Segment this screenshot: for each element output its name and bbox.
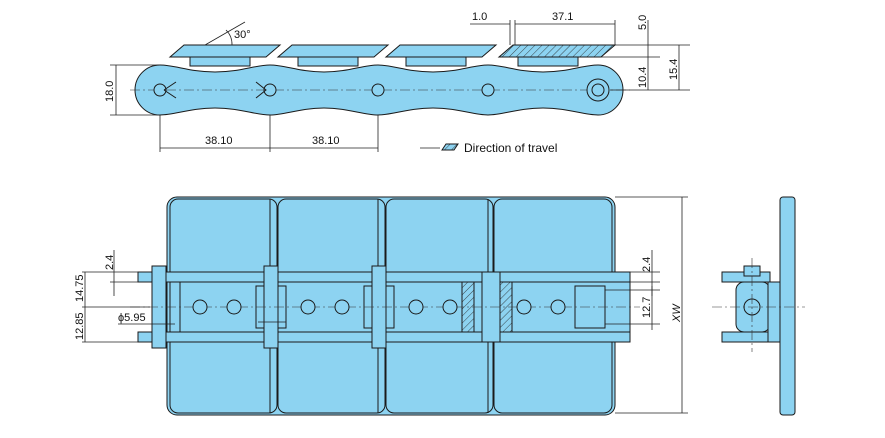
roller xyxy=(371,83,385,97)
pin-to-top-label: 10.4 xyxy=(637,67,649,88)
plate-length-label: 37.1 xyxy=(552,11,573,23)
roller xyxy=(263,83,277,97)
plan-view: 2.4 14.75 12.85 ϕ5.95 2.4 12.7 XW xyxy=(74,196,688,416)
attachments xyxy=(189,56,579,67)
angle-label: 30° xyxy=(234,29,251,41)
lower-half-label: 12.85 xyxy=(74,312,86,340)
top-gap-label: 2.4 xyxy=(104,255,116,270)
right-gap-label: 2.4 xyxy=(641,257,653,272)
roller xyxy=(481,83,495,97)
top-plate-section xyxy=(497,44,617,58)
pitch-1-label: 38.10 xyxy=(205,135,233,147)
link-height-label: 18.0 xyxy=(104,81,116,102)
pitch-2-label: 38.10 xyxy=(312,135,340,147)
top-plate xyxy=(276,44,390,58)
cotter-pin-icon xyxy=(163,81,267,99)
plate-width-label: XW xyxy=(671,303,683,323)
top-plate xyxy=(168,44,282,58)
direction-label: Direction of travel xyxy=(464,141,557,155)
direction-arrow-icon xyxy=(420,143,459,151)
end-view xyxy=(712,196,805,416)
plate-thickness-label: 5.0 xyxy=(637,15,649,30)
gap-label: 1.0 xyxy=(472,11,487,23)
roller xyxy=(591,83,605,97)
side-view: 30° 1.0 37.1 5.0 10.4 15.4 18.0 38.10 38… xyxy=(104,11,690,155)
holes xyxy=(192,299,566,315)
roller xyxy=(153,83,167,97)
total-height-label: 15.4 xyxy=(668,59,680,80)
inner-width-label: 12.7 xyxy=(641,297,653,318)
upper-half-label: 14.75 xyxy=(74,274,86,302)
top-plate xyxy=(384,44,498,58)
pin-diameter-label: ϕ5.95 xyxy=(118,312,146,324)
